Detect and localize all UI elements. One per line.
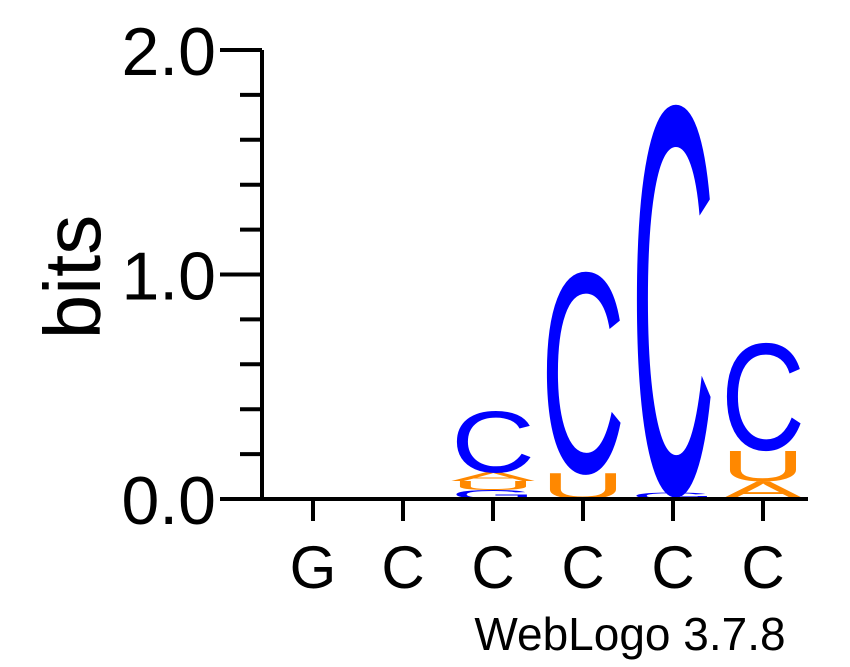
- x-tick-label: C: [741, 534, 784, 601]
- weblogo-version-footer: WebLogo 3.7.8: [474, 608, 785, 660]
- y-axis-label: bits: [28, 215, 117, 340]
- x-tick-label: C: [381, 534, 424, 601]
- logo-letter-a: A: [451, 470, 535, 484]
- y-tick-label: 0.0: [121, 463, 216, 539]
- logo-letter-c: C: [721, 311, 805, 482]
- logo-letter-c: C: [451, 393, 535, 491]
- x-tick-label: G: [290, 534, 337, 601]
- x-tick-label: C: [561, 534, 604, 601]
- y-axis-ticks: 0.0 1.0 2.0: [121, 14, 262, 539]
- logo-letter-g: G: [631, 491, 715, 501]
- x-tick-label: C: [651, 534, 694, 601]
- logo-letter-u: U: [721, 441, 805, 490]
- logo-letter-c: C: [541, 214, 625, 534]
- x-tick-label: C: [471, 534, 514, 601]
- logo-letter-u: U: [451, 479, 535, 493]
- y-tick-label: 2.0: [121, 14, 216, 90]
- y-tick-label: 1.0: [121, 239, 216, 315]
